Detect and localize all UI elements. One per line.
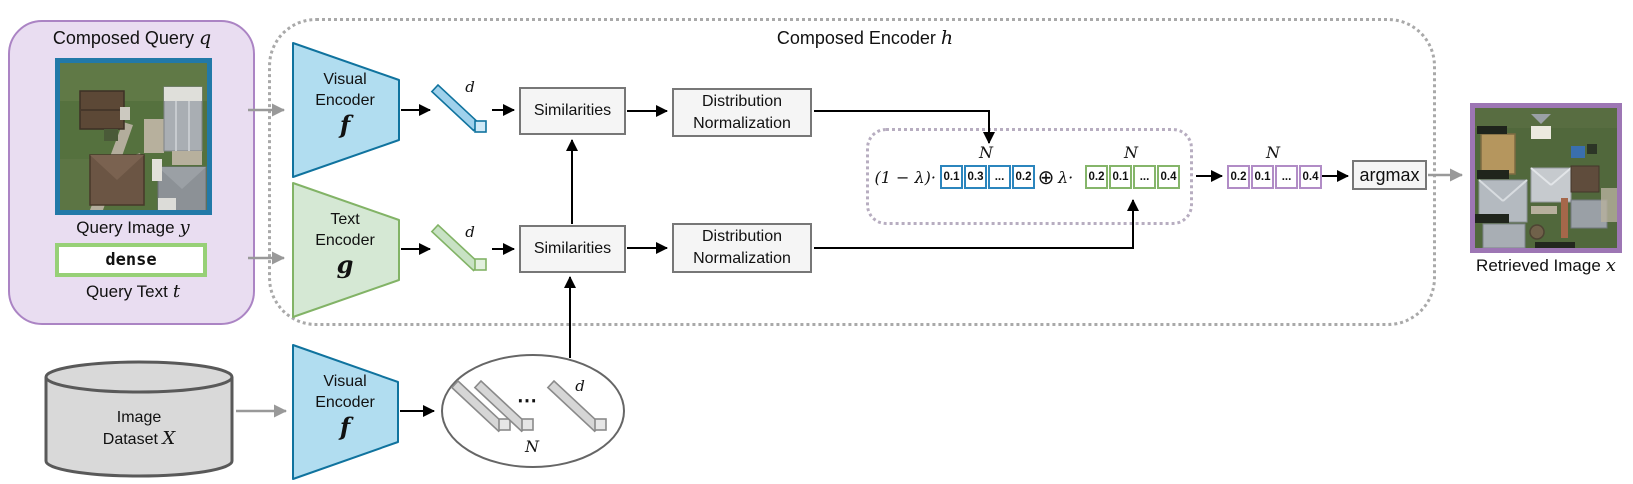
similarities-top-box: Similarities [519,87,626,135]
distnorm-top-line2: Normalization [693,114,791,132]
text-dim-label: d [465,223,475,241]
query-text-caption: Query Text t [33,281,233,302]
dataset-line2: Dataset [102,431,158,448]
visual-scores-vector: 0.1 0.3 ... 0.2 [940,165,1035,189]
visual-encoder-bottom-line2: Encoder [315,394,375,411]
query-text-symbol: t [172,281,181,302]
composed-query-symbol: q [198,27,212,49]
retrieved-image-art [1475,108,1617,248]
composed-encoder-title-text: Composed Encoder [776,28,936,48]
arrow-distnorm-top-to-fusion [814,110,995,144]
dataset-symbol: X [162,428,176,449]
query-image-art [60,63,207,210]
vector-cell: ... [988,165,1011,189]
text-encoder-symbol: g [336,250,354,279]
query-text-box: dense [55,243,207,277]
text-encoder-label: Text Encoder g [293,209,397,279]
vector-cell: 0.3 [964,165,987,189]
fusion-right-coefficient: λ· [1058,168,1074,187]
text-encoder-line2: Encoder [315,232,375,249]
retrieved-image [1470,103,1622,253]
text-scores-vector: 0.2 0.1 ... 0.4 [1085,165,1180,189]
distnorm-top-line1: Distribution [701,92,783,110]
visual-dim-label: d [465,78,475,96]
query-text-value: dense [105,250,157,270]
visual-encoder-top-shape [292,42,400,178]
composed-query-title-text: Composed Query [52,28,194,48]
visual-encoder-top-line2: Encoder [315,92,375,109]
distnorm-top-box: Distribution Normalization [672,88,812,137]
composed-query-title: Composed Query q [20,27,244,49]
dataset-dim-label: d [575,377,585,395]
composed-encoder-region [268,18,1436,326]
vector-cell: 0.4 [1157,165,1180,189]
image-dataset-label: Image Dataset X [45,407,233,450]
dataset-line2-row: Dataset X [45,428,233,450]
fusion-region [866,128,1193,225]
vector-cell: 0.2 [1227,165,1250,189]
visual-encoder-bottom-label: Visual Encoder f [293,371,397,441]
query-text-caption-text: Query Text [85,282,168,301]
visual-encoder-top-symbol: f [339,110,351,139]
visual-encoder-top-label: Visual Encoder f [293,69,397,139]
vector-cell: ... [1275,165,1298,189]
similarities-top-label: Similarities [533,102,612,119]
text-encoder-shape [292,182,400,318]
composed-encoder-symbol: h [940,27,954,49]
visual-vector-n-label: N [979,143,993,162]
distnorm-top-lines: Distribution Normalization [693,91,791,135]
output-scores-vector: 0.2 0.1 ... 0.4 [1227,165,1322,189]
distnorm-bottom-box: Distribution Normalization [672,223,812,273]
vector-cell: ... [1133,165,1156,189]
query-image-symbol: y [179,217,190,238]
text-vector-n-label: N [1124,143,1138,162]
vector-cell: 0.2 [1085,165,1108,189]
vector-cell: 0.1 [940,165,963,189]
query-image [55,58,212,215]
argmax-box: argmax [1352,160,1427,190]
oplus-symbol: ⊕ [1037,166,1055,189]
output-vector-n-label: N [1266,143,1280,162]
fusion-left-coefficient: (1 − λ)· [874,168,936,187]
retrieved-caption-text: Retrieved Image [1476,256,1601,275]
retrieved-symbol: x [1605,255,1616,276]
query-image-caption: Query Image y [33,217,233,238]
text-encoder-line1: Text [330,211,360,228]
dataset-line1: Image [116,409,162,426]
similarities-bottom-label: Similarities [533,240,612,257]
distnorm-bottom-line1: Distribution [701,228,783,245]
similarities-bottom-box: Similarities [519,225,626,273]
visual-embedding-bar [430,83,487,133]
visual-encoder-bottom-shape [292,344,399,480]
retrieved-image-caption: Retrieved Image x [1446,255,1633,276]
argmax-label: argmax [1359,164,1420,185]
dataset-embeddings-ellipse [441,354,625,468]
arrow-distnorm-bottom-to-fusion [814,199,1139,249]
image-dataset-cylinder [44,360,234,478]
visual-encoder-bottom-line1: Visual [323,373,367,390]
composed-encoder-title: Composed Encoder h [760,27,970,49]
distnorm-bottom-lines: Distribution Normalization [693,226,791,270]
vector-cell: 0.4 [1299,165,1322,189]
vector-cell: 0.1 [1251,165,1274,189]
distnorm-bottom-line2: Normalization [693,250,791,267]
visual-encoder-bottom-symbol: f [339,412,351,441]
vector-cell: 0.2 [1012,165,1035,189]
dataset-count-label: N [525,437,539,456]
query-image-caption-text: Query Image [76,218,175,237]
visual-encoder-top-line1: Visual [323,71,367,88]
dataset-embedding-bars [450,379,607,433]
text-embedding-bar [430,223,487,272]
dataset-ellipsis-dots: ⋯ [517,388,537,412]
vector-cell: 0.1 [1109,165,1132,189]
